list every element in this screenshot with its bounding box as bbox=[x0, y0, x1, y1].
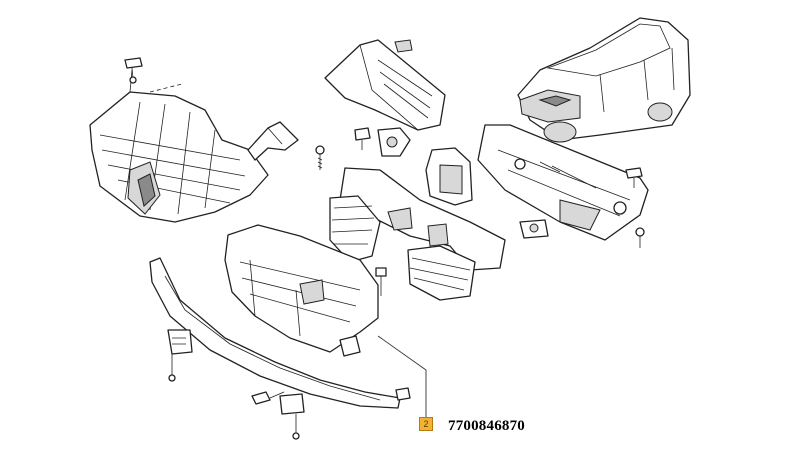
screw-icon bbox=[251, 391, 285, 405]
scuttle-panel-part bbox=[477, 124, 649, 241]
car-illustration bbox=[517, 17, 691, 143]
part-callout-badge: 2 bbox=[419, 417, 433, 431]
lower-bumper-grille-part bbox=[224, 224, 379, 353]
clip-fastener-icon bbox=[519, 219, 549, 239]
clip-fastener-icon bbox=[339, 335, 361, 357]
duct-box-part bbox=[425, 147, 473, 206]
screw-icon bbox=[375, 267, 387, 296]
screw-icon bbox=[625, 167, 645, 248]
bolt-icon bbox=[354, 127, 411, 157]
upper-grille-part bbox=[89, 69, 269, 223]
air-intake-duct-part bbox=[324, 39, 446, 131]
part-number-label: 7700846870 bbox=[448, 418, 525, 434]
front-grille-part bbox=[329, 167, 506, 301]
bracket-part bbox=[247, 121, 299, 161]
callout-leader-line bbox=[377, 335, 427, 418]
retainer-clip-icon bbox=[279, 393, 305, 440]
screw-icon bbox=[395, 387, 411, 401]
screw-icon bbox=[315, 145, 325, 170]
clip-fastener-icon bbox=[124, 57, 143, 84]
retainer-clip-icon bbox=[167, 329, 193, 382]
